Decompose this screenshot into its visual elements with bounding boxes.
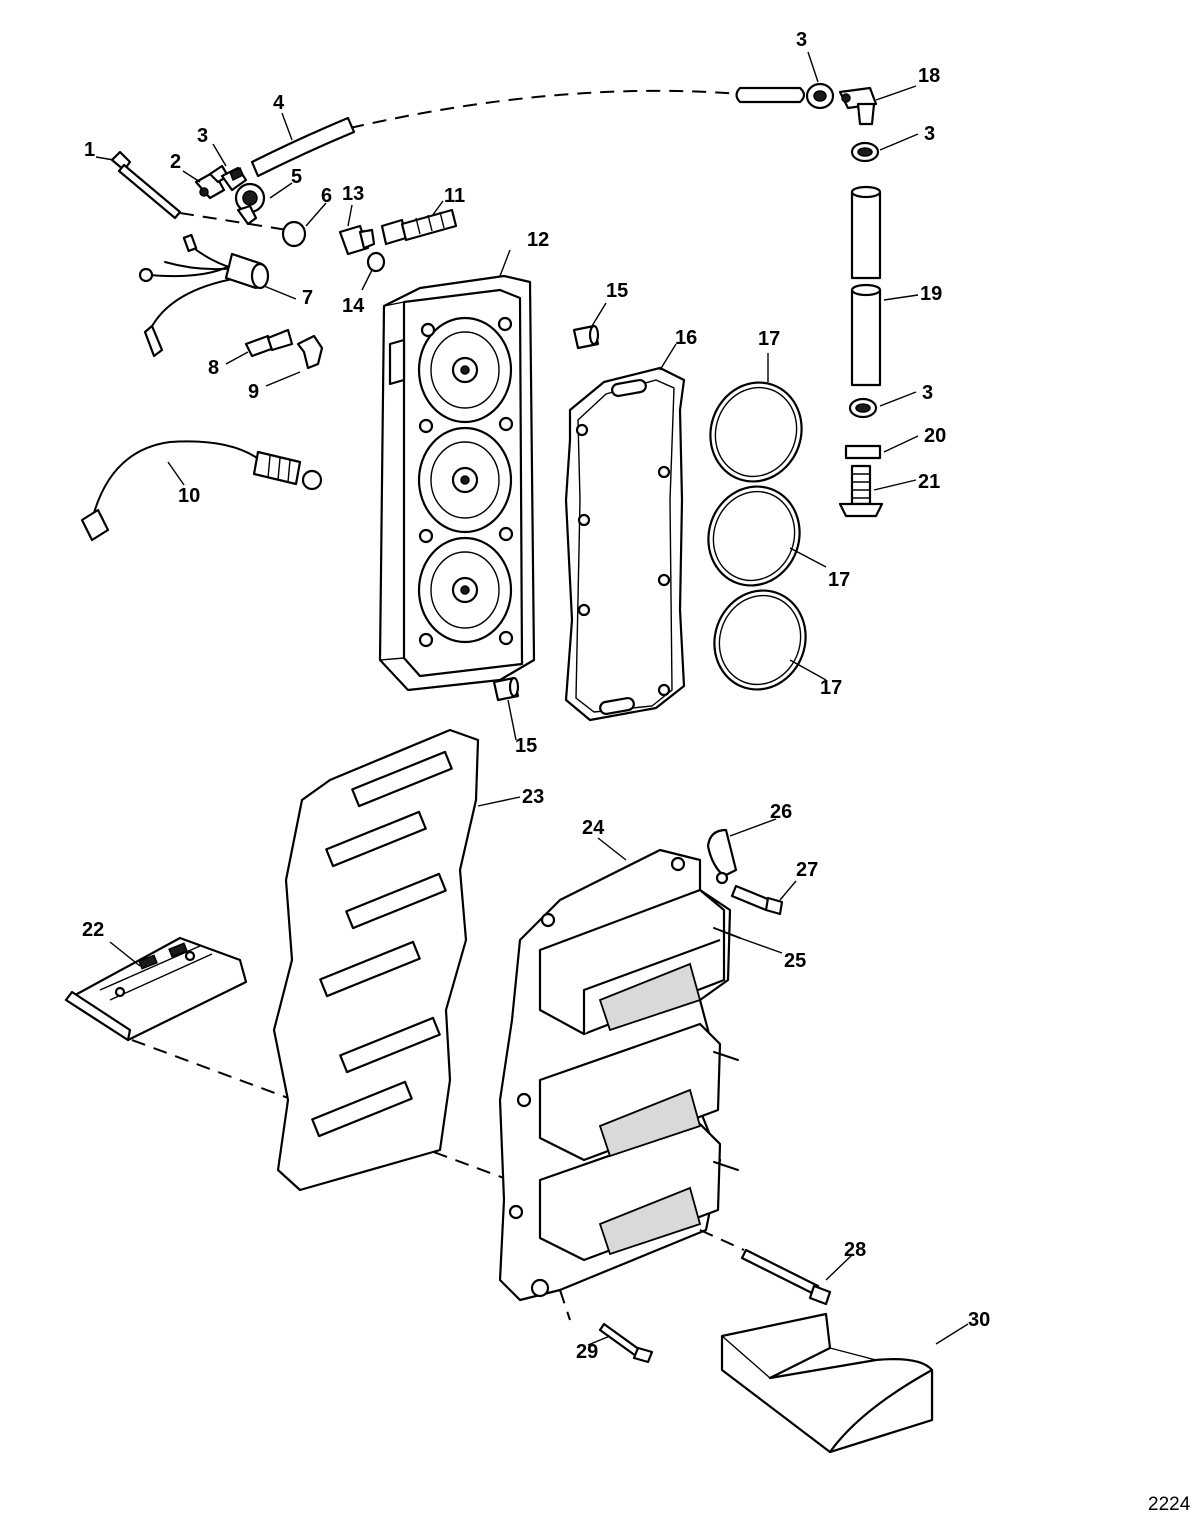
callout-27: 27 xyxy=(796,859,818,881)
figure-number: 2224 xyxy=(1148,1494,1191,1515)
part-15-dowel-pin-top xyxy=(572,324,600,350)
part-18-elbow-fitting xyxy=(838,86,878,126)
part-17-seal-c-inner xyxy=(718,594,802,686)
part-26-bracket xyxy=(706,828,738,885)
part-4-hose xyxy=(250,86,806,178)
part-8-screw xyxy=(244,328,294,358)
hose-routing-dashed-line xyxy=(349,89,741,129)
part-3-clamp-d xyxy=(848,397,878,419)
part-14-washer xyxy=(366,251,386,273)
callout-13: 13 xyxy=(342,183,364,205)
part-6-o-ring xyxy=(281,220,307,248)
callout-4: 4 xyxy=(273,92,285,114)
part-3-clamp-b xyxy=(805,82,835,110)
callout-15-bottom: 15 xyxy=(515,735,537,757)
part-12-cylinder-head xyxy=(378,274,536,692)
callout-17-a: 17 xyxy=(758,328,780,350)
callout-26: 26 xyxy=(770,801,792,823)
callout-23: 23 xyxy=(522,786,544,808)
part-22-reed-block xyxy=(64,936,248,1042)
part-19-hose-upper xyxy=(850,185,882,280)
part-17-seal-b-inner xyxy=(712,490,796,582)
part-28-bolt xyxy=(699,1229,832,1306)
callout-3-a: 3 xyxy=(197,125,208,147)
callout-18: 18 xyxy=(918,65,940,87)
callout-8: 8 xyxy=(208,357,219,379)
part-3-clamp-c xyxy=(850,141,880,163)
callout-16: 16 xyxy=(675,327,697,349)
callout-28: 28 xyxy=(844,1239,866,1261)
callout-19: 19 xyxy=(920,283,942,305)
callout-15-top: 15 xyxy=(606,280,628,302)
callout-3-d: 3 xyxy=(922,382,933,404)
part-19-hose-lower xyxy=(850,283,882,387)
callout-9: 9 xyxy=(248,381,259,403)
part-5-connector xyxy=(234,182,266,226)
callout-14: 14 xyxy=(342,295,365,317)
callout-10: 10 xyxy=(178,485,200,507)
part-17-seal-a xyxy=(709,381,803,483)
part-24-intake-manifold xyxy=(498,848,732,1302)
callout-24: 24 xyxy=(582,817,605,839)
callout-30: 30 xyxy=(968,1309,990,1331)
part-7-wire-harness xyxy=(138,233,270,358)
part-9-clip xyxy=(296,334,324,370)
part-17-seal-c xyxy=(713,589,807,691)
callout-29: 29 xyxy=(576,1341,598,1363)
part-21-fitting xyxy=(838,464,884,518)
leader-lines xyxy=(95,51,969,1346)
part-25-stud-3 xyxy=(713,1161,739,1171)
callout-17-c: 17 xyxy=(820,677,842,699)
callout-12: 12 xyxy=(527,229,549,251)
callout-5: 5 xyxy=(291,166,302,188)
part-13-plug xyxy=(338,224,376,256)
callout-22: 22 xyxy=(82,919,104,941)
part-30-shield xyxy=(720,1312,934,1454)
cylinder-port-3 xyxy=(417,536,513,644)
part-15-dowel-pin-bottom xyxy=(492,676,520,702)
callout-1: 1 xyxy=(84,139,95,161)
part-17-seal-b xyxy=(707,485,801,587)
part-29-screw xyxy=(559,1289,654,1364)
callout-2: 2 xyxy=(170,151,181,173)
part-1-bolt xyxy=(110,150,182,220)
part-2-elbow-fitting xyxy=(194,164,230,200)
callout-7: 7 xyxy=(302,287,313,309)
part-25-stud xyxy=(713,927,741,939)
part-17-seal-a-inner xyxy=(714,386,798,478)
part-11-bolt xyxy=(380,208,458,246)
callout-17-b: 17 xyxy=(828,569,850,591)
part-10-sensor xyxy=(80,440,323,542)
callout-21: 21 xyxy=(918,471,940,493)
cylinder-port-1 xyxy=(417,316,513,424)
callout-20: 20 xyxy=(924,425,946,447)
part-20-nut xyxy=(844,444,882,460)
callout-3-c: 3 xyxy=(924,123,935,145)
callout-25: 25 xyxy=(784,950,806,972)
callout-6: 6 xyxy=(321,185,332,207)
part-27-bolt xyxy=(730,884,784,916)
callout-11: 11 xyxy=(444,185,465,207)
part-23-intake-gasket xyxy=(272,728,480,1192)
callout-3-b: 3 xyxy=(796,29,807,51)
bolt-alignment-dashed-line xyxy=(179,212,301,233)
cylinder-port-2 xyxy=(417,426,513,534)
part-3-clamp-a xyxy=(220,166,248,192)
part-16-head-gasket xyxy=(564,366,686,722)
callout-labels: 1 2 3 3 3 3 4 5 6 7 8 9 10 11 12 13 14 1… xyxy=(82,29,990,1363)
part-25-stud-2 xyxy=(713,1051,739,1061)
